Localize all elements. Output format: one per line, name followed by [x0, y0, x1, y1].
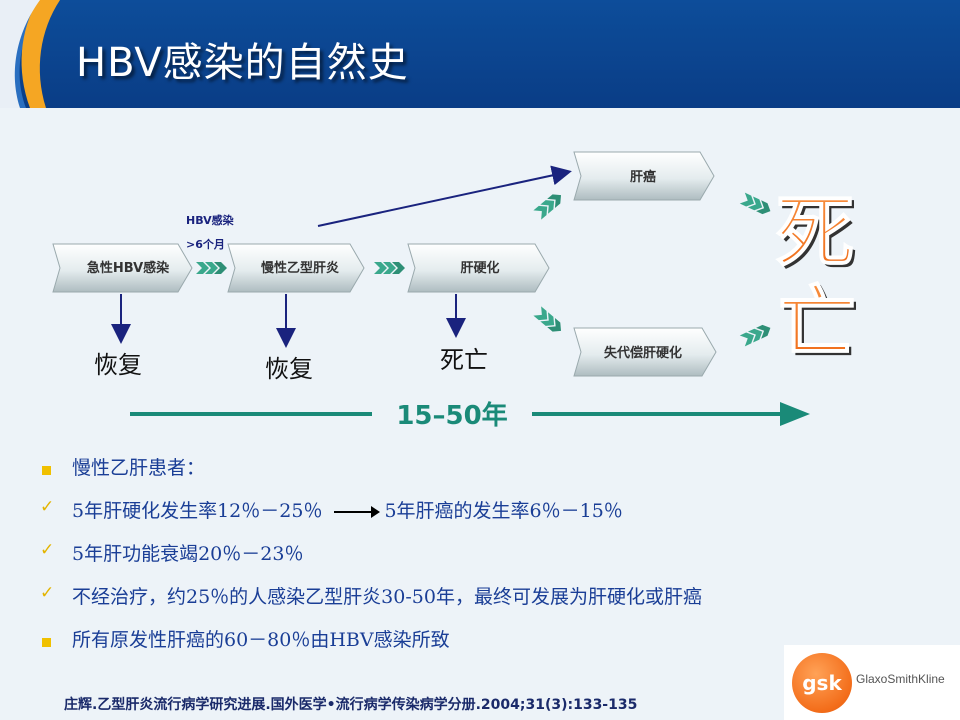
chevron-arrow-icon: [533, 306, 562, 332]
square-bullet-icon: [42, 638, 51, 647]
chevron-arrow-icon: [533, 194, 562, 220]
chevron-arrow-icon: [739, 324, 771, 347]
citation: 庄辉.乙型肝炎流行病学研究进展.国外医学•流行病学传染病学分册.2004;31(…: [64, 697, 638, 713]
chevron-arrow-icon: [739, 192, 771, 215]
bullet-text: 5年肝功能衰竭20％－23％: [72, 543, 304, 565]
timeline-label: 15–50年: [396, 400, 507, 431]
outcome-death-label: 死亡: [440, 346, 488, 374]
outcome-recovery-label: 恢复: [94, 351, 142, 379]
bullet-text-with-arrow: 5年肝硬化发生率12％－25％ 5年肝癌的发生率6％－15％: [72, 496, 623, 523]
direct-progression-arrow: [317, 165, 572, 227]
bullet-item: ✓ 不经治疗，约25％的人感染乙型肝炎30-50年，最终可发展为肝硬化或肝癌: [40, 581, 940, 624]
chevron-arrow-icon: [374, 262, 405, 274]
stage-liver-cancer: 肝癌: [573, 151, 715, 201]
outcome-recovery-label: 恢复: [265, 355, 313, 383]
death-char-2: 亡: [778, 278, 856, 368]
bullet-text: 5年肝硬化发生率12％－25％: [72, 500, 323, 522]
annotation-duration: >6个月: [186, 237, 225, 251]
death-char-shadow: 死: [779, 191, 857, 281]
stage-decompensated-cirrhosis: 失代偿肝硬化: [573, 327, 717, 377]
stage-acute-hbv: 急性HBV感染: [52, 243, 193, 293]
stage-cirrhosis-label: 肝硬化: [460, 260, 499, 276]
slide-header: HBV感染的自然史: [0, 0, 960, 108]
stage-cirrhosis: 肝硬化: [407, 243, 550, 293]
arrow-right-icon: [334, 506, 381, 518]
stage-acute-label: 急性HBV感染: [87, 260, 170, 276]
bullet-item: 所有原发性肝癌的60－80％由HBV感染所致: [40, 624, 940, 667]
natural-history-diagram: 急性HBV感染 慢性乙型肝炎 肝硬化 肝癌 失代偿肝硬化: [52, 151, 859, 431]
gsk-logo-mark: gsk: [792, 653, 852, 713]
death-char-shadow: 亡: [781, 281, 859, 371]
square-bullet-icon: [42, 466, 51, 475]
check-bullet-icon: ✓: [40, 540, 55, 560]
bullet-text: 不经治疗，约25％的人感染乙型肝炎30-50年，最终可发展为肝硬化或肝癌: [72, 586, 702, 608]
chevron-arrow-icon: [196, 262, 227, 274]
stage-chronic-label: 慢性乙型肝炎: [261, 260, 339, 276]
page-title: HBV感染的自然史: [76, 40, 409, 86]
bullet-list: 慢性乙肝患者： ✓ 5年肝硬化发生率12％－25％5年肝癌的发生率6％－15％ …: [40, 452, 940, 667]
check-bullet-icon: ✓: [40, 583, 55, 603]
bullet-arrow-text: 5年肝癌的发生率6％－15％: [384, 500, 623, 522]
death-char-1: 死: [776, 188, 854, 278]
annotation-hbv-infection: HBV感染: [186, 213, 235, 227]
check-bullet-icon: ✓: [40, 497, 55, 517]
bullet-text: 慢性乙肝患者：: [72, 457, 206, 479]
stage-chronic-hepatitis: 慢性乙型肝炎: [227, 243, 365, 293]
header-background: [0, 0, 960, 108]
bullet-text: 所有原发性肝癌的60－80％由HBV感染所致: [72, 629, 450, 651]
stage-decompensated-label: 失代偿肝硬化: [604, 345, 682, 361]
gsk-logo-name: GlaxoSmithKline: [856, 672, 945, 686]
bullet-item: ✓ 5年肝功能衰竭20％－23％: [40, 538, 940, 581]
timeline-arrowhead-icon: [780, 402, 810, 426]
gsk-logo: gsk GlaxoSmithKline: [784, 645, 960, 720]
bullet-item: ✓ 5年肝硬化发生率12％－25％ 5年肝癌的发生率6％－15％: [40, 495, 940, 538]
bullet-item: 慢性乙肝患者：: [40, 452, 940, 495]
stage-liver-cancer-label: 肝癌: [630, 169, 656, 185]
